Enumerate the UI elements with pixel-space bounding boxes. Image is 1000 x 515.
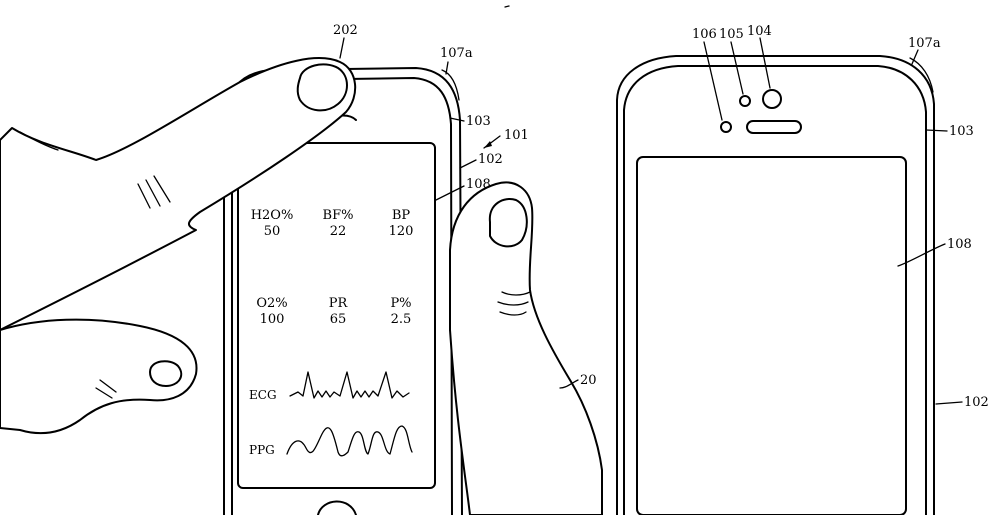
thumb-crease (501, 291, 531, 296)
leader-102-right (935, 401, 963, 405)
ecg-row: ECG (249, 371, 410, 402)
ref-107a-left: 107a (440, 46, 473, 61)
right-housing-outline (616, 55, 935, 515)
ref-108-left: 108 (466, 177, 491, 192)
metric-value-p: 2.5 (391, 312, 412, 327)
right-display (636, 156, 907, 515)
ref-106: 106 (692, 27, 717, 42)
left-reference-labels: 202 107a 103 101 102 108 20 (333, 23, 597, 389)
metric-value-pr: 65 (330, 312, 347, 327)
ref-102-right: 102 (964, 395, 989, 410)
metric-label-pr: PR (329, 296, 349, 311)
metric-label-bf: BF% (323, 208, 354, 223)
left-display (237, 142, 436, 489)
palm (0, 318, 198, 435)
ref-103-right: 103 (949, 124, 974, 139)
thumb-crease (499, 311, 527, 316)
sensor-106 (720, 121, 732, 133)
leader-20 (559, 379, 579, 389)
ppg-row: PPG (249, 425, 413, 457)
pointing-thumbnail (149, 360, 183, 387)
leader-104 (759, 37, 771, 89)
ref-108-right: 108 (947, 237, 972, 252)
metric-label-bp: BP (392, 208, 411, 223)
gripping-thumbnail (488, 198, 528, 248)
pointing-hand (0, 57, 357, 435)
stray-mark (504, 5, 510, 8)
palm-crease (95, 387, 113, 399)
leader-202 (339, 37, 345, 59)
left-home-button (317, 500, 357, 515)
metric-label-p: P% (390, 296, 411, 311)
knuckle-crease (153, 175, 171, 203)
right-edge-chamfer (909, 57, 934, 93)
leader-106 (703, 41, 723, 121)
camera-104 (762, 89, 782, 109)
wrist-line (19, 131, 59, 151)
ref-107a-right: 107a (908, 36, 941, 51)
ecg-label: ECG (249, 388, 277, 402)
leader-103-right (925, 129, 948, 132)
pointing-fingernail (296, 63, 348, 112)
leader-103-left (449, 117, 465, 122)
palm-crease (99, 379, 117, 393)
metric-label-o2: O2% (256, 296, 287, 311)
metric-label-h2o: H2O% (251, 208, 294, 223)
ref-20: 20 (580, 373, 597, 388)
metric-value-h2o: 50 (264, 224, 281, 239)
leader-108-right (897, 243, 946, 267)
ref-103-left: 103 (466, 114, 491, 129)
leader-107a-left (445, 61, 449, 75)
metric-value-bf: 22 (330, 224, 347, 239)
leader-107a-right (911, 49, 919, 65)
metric-value-o2: 100 (260, 312, 285, 327)
ppg-label: PPG (249, 443, 275, 457)
right-reference-labels: 106 105 104 107a 103 108 102 (692, 24, 989, 410)
ref-105: 105 (719, 27, 744, 42)
leader-105 (730, 41, 744, 95)
metric-value-bp: 120 (389, 224, 414, 239)
knuckle-crease (145, 179, 161, 207)
pointing-finger (0, 57, 357, 331)
left-edge-chamfer (441, 69, 460, 101)
ppg-waveform (286, 425, 413, 457)
gripping-thumb (449, 181, 603, 515)
ecg-waveform (289, 371, 410, 399)
ref-104: 104 (747, 24, 772, 39)
ref-101: 101 (504, 128, 529, 143)
right-earpiece (746, 120, 802, 134)
leader-108-left (435, 185, 465, 201)
sensor-105 (739, 95, 751, 107)
thumb-crease (497, 301, 529, 306)
ref-102-left: 102 (478, 152, 503, 167)
arrowhead-101 (484, 141, 492, 148)
ref-202: 202 (333, 23, 358, 38)
leader-102-left (459, 159, 477, 169)
right-housing-inner-rim (623, 65, 927, 515)
metrics-grid: H2O% 50 BF% 22 BP 120 O2% 100 PR 65 P% 2… (251, 208, 414, 327)
knuckle-crease (137, 183, 151, 209)
right-device (616, 55, 935, 515)
gripping-hand (449, 181, 603, 515)
